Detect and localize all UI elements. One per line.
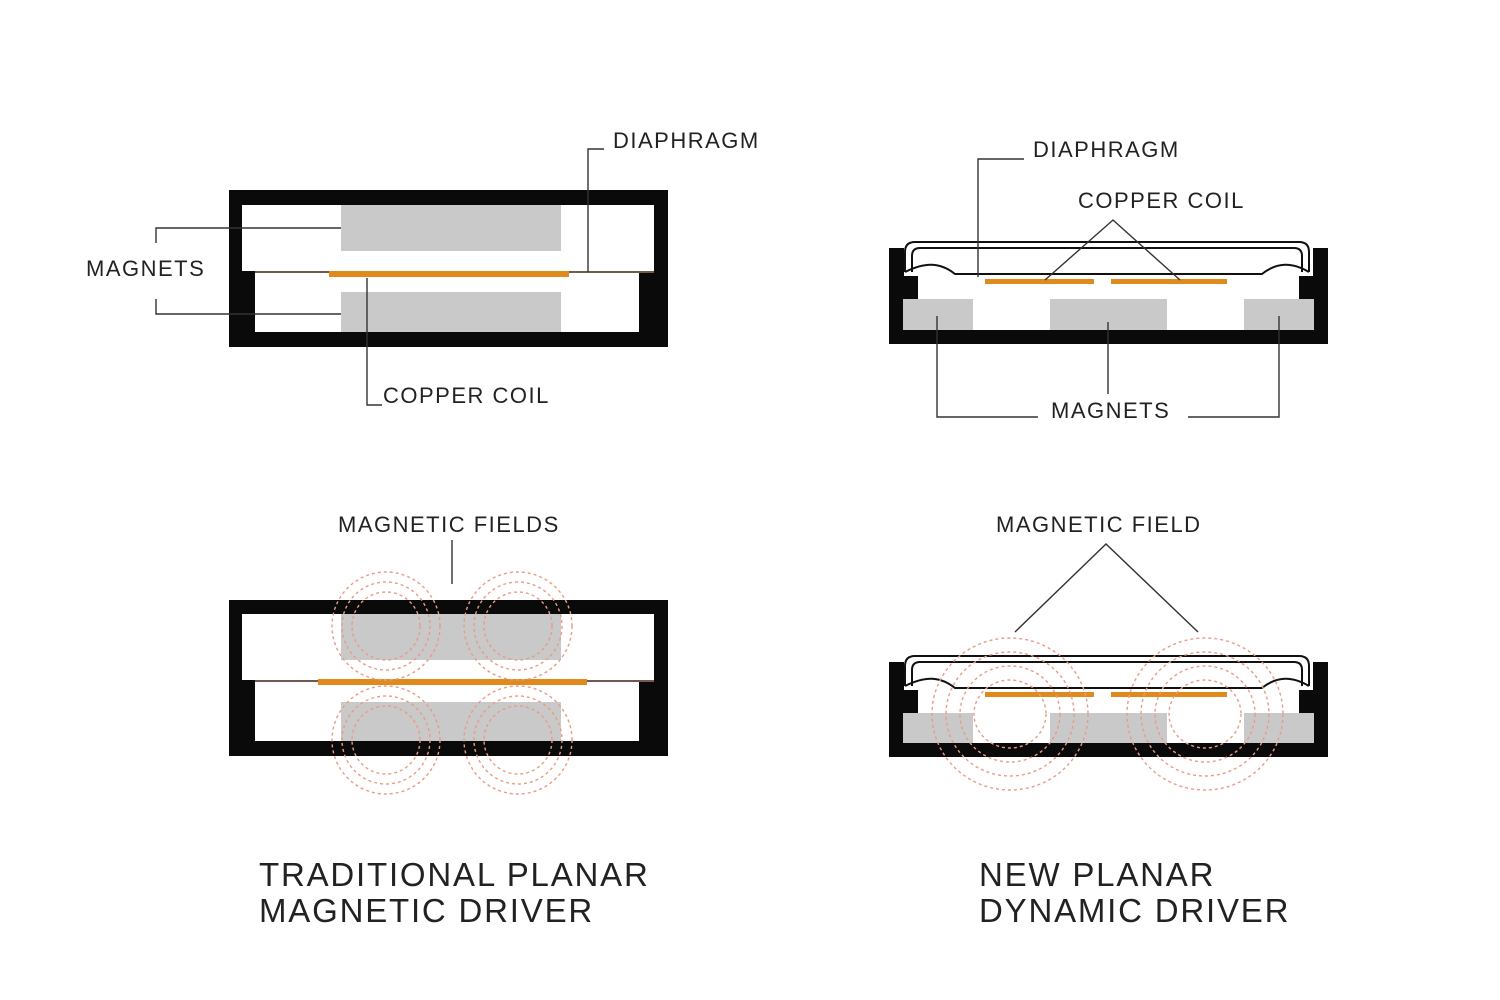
field-ring [351,705,421,775]
field-ring [473,695,563,785]
magnets-leader-line-bottom [155,299,341,315]
magnets-label: MAGNETS [86,256,205,281]
field-ring [483,591,553,661]
field-ring [931,637,1089,791]
new-magnets-label: MAGNETS [1051,398,1170,423]
new-copper-coil-label: COPPER COIL [1078,188,1245,213]
field-ring [973,679,1047,749]
new-caption-line1: NEW PLANAR [979,856,1215,893]
copper-coil-label: COPPER COIL [383,383,550,408]
field-ring [351,591,421,661]
magnets-leader-line-top [155,227,341,243]
traditional-field-copper-coil [318,679,587,685]
traditional-caption-line2: MAGNETIC DRIVER [259,892,594,929]
traditional-top-magnet [341,205,561,251]
new-field-copper-coil-right [1111,692,1227,697]
new-field-diagram: MAGNETIC FIELD [889,512,1328,791]
diaphragm-leader-line [587,148,604,272]
new-dome-outer [904,241,1310,272]
new-right-rim-block [1299,276,1313,299]
new-field-magnet-center [1050,713,1167,743]
field-ring [473,581,563,671]
new-diaphragm-leader-line [977,158,1024,277]
new-left-rim-block [904,276,918,299]
traditional-magnetic-field-rings [331,571,573,795]
new-magnetic-field-label: MAGNETIC FIELD [996,512,1202,537]
new-magnet-left [903,299,973,330]
field-ring [1154,665,1256,763]
field-ring [1126,637,1284,791]
new-driver-housing [889,248,1328,344]
new-field-left-rim-block [904,690,918,713]
traditional-driver-diagram: DIAPHRAGM MAGNETS COPPER COIL [86,128,760,408]
new-copper-coil-left [985,279,1094,284]
new-magnets-leader-left [936,316,1038,418]
field-ring [959,665,1061,763]
field-ring [945,651,1075,777]
diaphragm-label: DIAPHRAGM [613,128,760,153]
traditional-bottom-magnet [341,292,561,332]
field-ring [341,695,431,785]
new-diaphragm [904,263,1310,275]
new-driver-diagram: DIAPHRAGM COPPER COIL MAGNETS [889,137,1328,423]
new-magnets-leader-right [1188,316,1280,418]
traditional-field-bottom-magnet [341,702,561,741]
field-ring [331,571,441,681]
field-ring [331,685,441,795]
new-field-right-rim-block [1299,690,1313,713]
field-ring [483,705,553,775]
magnetic-fields-label: MAGNETIC FIELDS [338,512,560,537]
new-dome-inner [911,247,1303,272]
new-copper-coil-leader-line [1044,219,1181,281]
new-field-dome-outer [904,655,1310,686]
new-magnetic-field-leader-line [1014,543,1199,633]
new-field-housing [889,662,1328,757]
traditional-field-diagram: MAGNETIC FIELDS [229,512,668,795]
copper-coil-leader-line [366,278,382,406]
traditional-caption-line1: TRADITIONAL PLANAR [259,856,650,893]
traditional-copper-coil [329,271,569,277]
field-ring [1168,679,1242,749]
new-caption-line2: DYNAMIC DRIVER [979,892,1290,929]
new-copper-coil-right [1111,279,1227,284]
new-magnetic-field-rings [931,637,1284,791]
field-ring [1140,651,1270,777]
field-ring [341,581,431,671]
new-field-dome-inner [911,661,1303,686]
new-field-magnet-left [903,713,973,743]
field-ring [463,571,573,681]
new-diaphragm-label: DIAPHRAGM [1033,137,1180,162]
field-ring [463,685,573,795]
new-field-diaphragm [904,677,1310,689]
traditional-field-top-magnet [341,614,561,660]
